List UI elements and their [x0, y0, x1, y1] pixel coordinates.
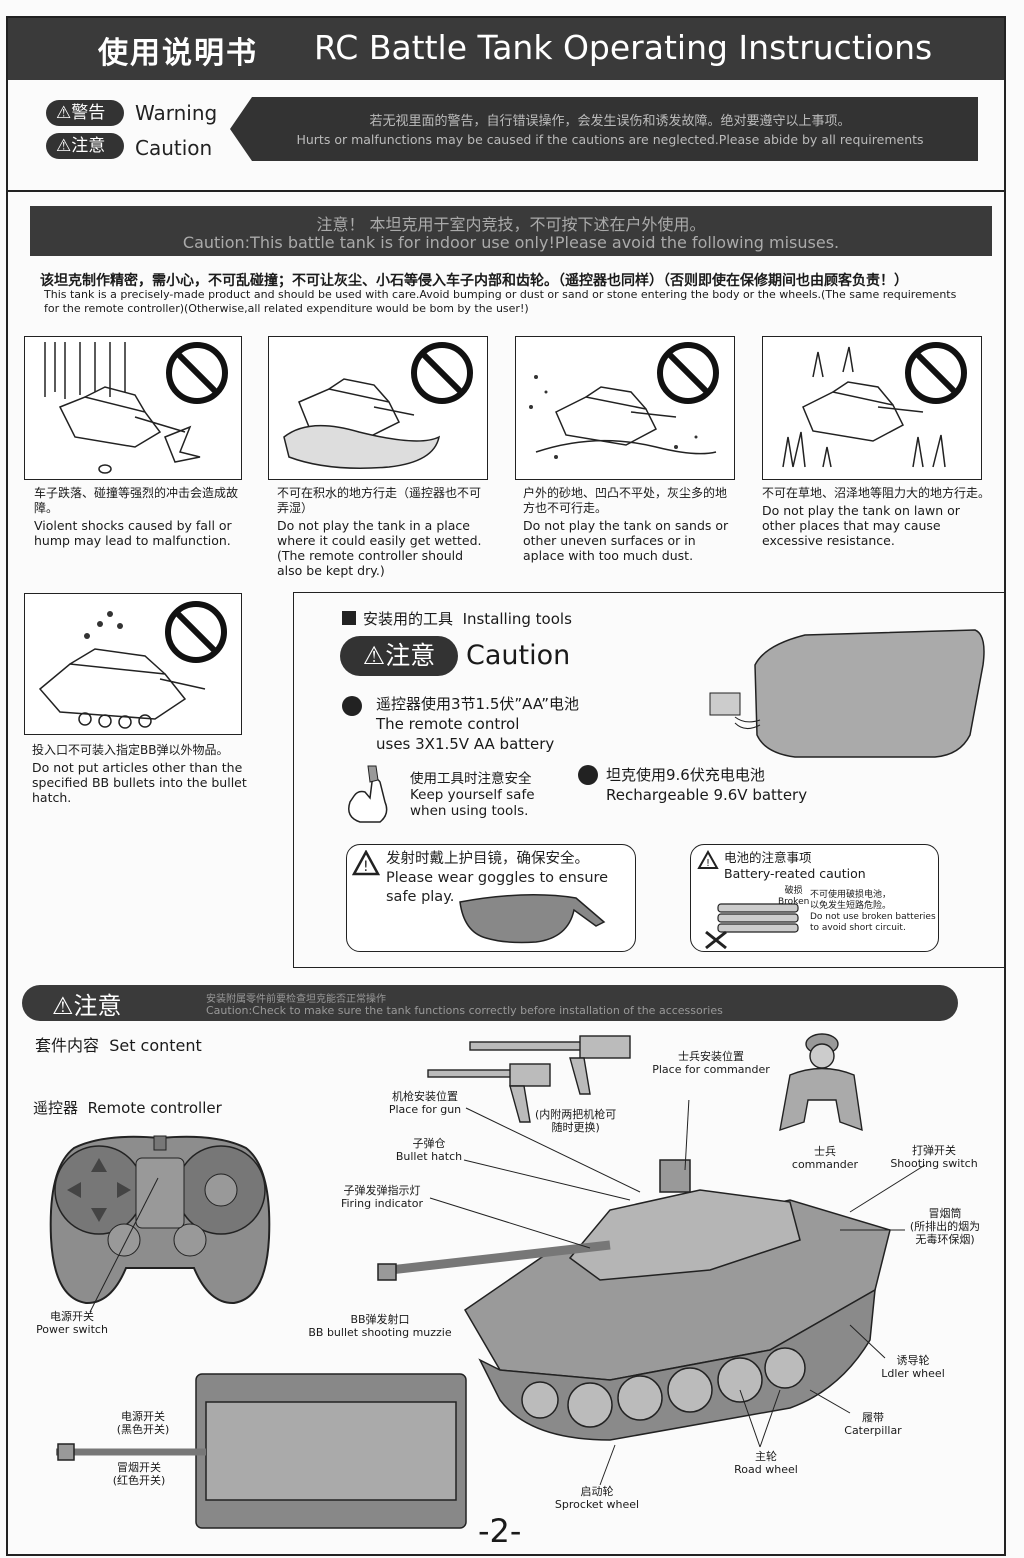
page-frame: [6, 16, 1006, 1556]
caption-fall: 车子跌落、碰撞等强烈的冲击会造成故障。 Violent shocks cause…: [34, 486, 239, 548]
machine-guns-image: [427, 1035, 631, 1123]
warning-label: Warning: [135, 101, 218, 125]
circle-bullet-icon: [342, 696, 362, 716]
remote-controller-image: [49, 1135, 271, 1305]
tank-leader-lines: [429, 1100, 926, 1486]
title-cn: 使用说明书: [98, 36, 258, 71]
caution-pill: ⚠注意: [46, 133, 124, 159]
battery-caution-box: [690, 844, 939, 952]
hand-tool-icon: [348, 765, 388, 823]
broken-battery-icon: [705, 903, 799, 950]
power-switch-leader-line: [89, 1177, 159, 1313]
prohibited-icon: [165, 601, 227, 663]
tank-underside-image: [56, 1373, 467, 1529]
notice-cn: 注意！ 本坦克用于室内竞技，不可按下述在户外使用。: [316, 215, 706, 234]
title-bar: [8, 18, 1004, 80]
warning-pill: ⚠警告: [46, 100, 124, 126]
warning-triangle-icon-2: !: [697, 850, 719, 869]
commander-figure-image: [779, 1033, 863, 1132]
label-underside-smoke: 冒烟开关(红色开关): [112, 1461, 166, 1487]
broken-label: 破损 Broken: [778, 886, 810, 907]
circle-bullet-icon-2: [578, 765, 598, 785]
tools-box: [293, 592, 1005, 968]
panel-water-illustration: [268, 336, 488, 480]
tool-safety-text: 使用工具时注意安全 Keep yourself safe when using …: [410, 771, 535, 819]
notice-bar: [30, 206, 992, 256]
panel-bullet-hatch-illustration: [24, 593, 242, 735]
bottom-caution-pill: ⚠注意: [52, 992, 122, 1020]
intro-en: This tank is a precisely-made product an…: [44, 288, 957, 315]
label-gun-note: (内附两把机枪可随时更换): [535, 1108, 617, 1134]
remote-battery-text: 遥控器使用3节1.5伏”AA”电池 The remote control use…: [376, 695, 580, 753]
battery-pack-icon: [709, 629, 985, 758]
bottom-notice-cn: 安装附属零件前要检查坦克能否正常操作: [206, 994, 386, 1005]
intro-cn: 该坦克制作精密，需小心，不可乱碰撞；不可让灰尘、小石等侵入车子内部和齿轮。（遥控…: [40, 273, 908, 289]
tank-battery-text: 坦克使用9.6伏充电电池 Rechargeable 9.6V battery: [606, 766, 808, 804]
panel-fall-illustration: [24, 336, 242, 480]
notice-en: Caution:This battle tank is for indoor u…: [182, 233, 840, 252]
warning-banner-en: Hurts or malfunctions may be caused if t…: [296, 132, 924, 147]
warning-triangle-icon: !: [352, 850, 380, 876]
caption-grass: 不可在草地、沼泽地等阻力大的地方行走。 Do not play the tank…: [762, 486, 991, 548]
page-number: -2-: [478, 1512, 522, 1550]
square-bullet-icon: [342, 611, 356, 625]
battery-caution-title: 电池的注意事项 Battery-reated caution: [724, 850, 866, 881]
goggles-text: 发射时戴上护目镜，确保安全。 Please wear goggles to en…: [386, 851, 609, 905]
warning-banner-cn: 若无视里面的警告，自行错误操作，会发生误伤和诱发故障。绝对要遵守以上事项。: [369, 114, 851, 129]
remote-controller-heading: 遥控器 Remote controller: [33, 1099, 222, 1117]
bottom-notice-bar: [22, 985, 958, 1021]
caption-sand: 户外的砂地、凹凸不平处，灰尘多的地方也不可行走。 Do not play the…: [523, 486, 729, 563]
title-en: RC Battle Tank Operating Instructions: [314, 28, 933, 67]
goggles-icon: [459, 894, 606, 944]
prohibited-icon: [905, 342, 967, 404]
label-smoke-chimney: 冒烟筒(所排出的烟为无毒环保烟): [909, 1207, 981, 1246]
tools-caution-label: Caution: [466, 640, 571, 671]
prohibited-icon: [166, 342, 228, 404]
set-content-heading: 套件内容 Set content: [35, 1036, 202, 1055]
svg-text:!: !: [706, 858, 710, 869]
bottom-notice-en: Caution:Check to make sure the tank func…: [206, 1004, 723, 1017]
svg-text:!: !: [363, 859, 369, 875]
caution-label: Caution: [135, 136, 213, 160]
tools-caution-pill: ⚠注意: [340, 636, 458, 676]
warning-banner: [230, 97, 978, 161]
label-underside-power: 电源开关(黑色开关): [116, 1410, 170, 1436]
panel-grass-illustration: [762, 336, 982, 480]
tools-heading: 安装用的工具 Installing tools: [363, 610, 572, 628]
tank-image: [377, 1159, 891, 1441]
warning-area: [8, 80, 1004, 192]
prohibited-icon: [411, 342, 473, 404]
panel-sand-illustration: [515, 336, 735, 480]
caption-bullet-hatch: 投入口不可装入指定BB弹以外物品。 Do not put articles ot…: [32, 743, 247, 805]
no-broken-battery-text: 不可使用破损电池， 以免发生短路危险。 Do not use broken ba…: [810, 890, 936, 933]
caption-water: 不可在积水的地方行走（遥控器也不可弄湿） Do not play the tan…: [277, 486, 482, 578]
prohibited-icon: [657, 342, 719, 404]
